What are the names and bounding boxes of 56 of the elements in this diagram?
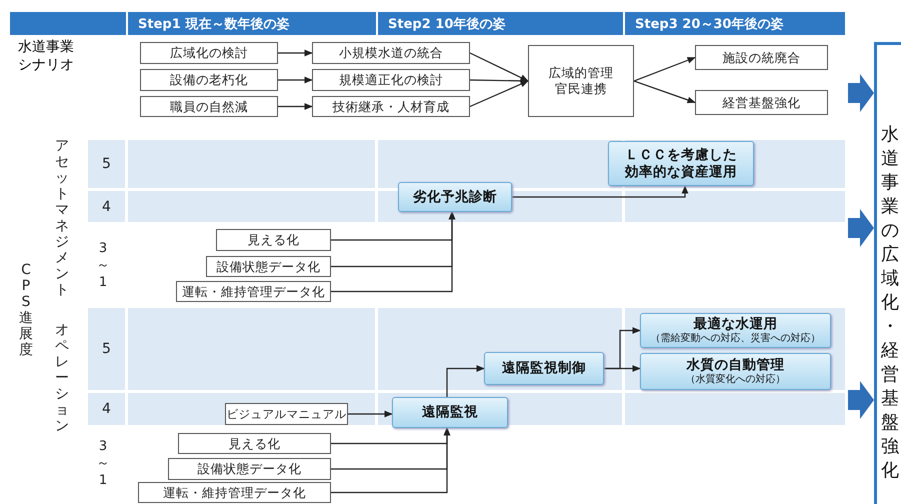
arrow <box>278 50 313 56</box>
column-header: Step1 現在～数年後の姿 <box>128 12 376 35</box>
row-label: アセットマネジメント <box>54 138 70 300</box>
arrow <box>634 80 696 104</box>
arrow <box>470 52 529 82</box>
scenario-box: 規模適正化の検討 <box>312 69 470 91</box>
scenario-box: 技術継承・人材育成 <box>312 96 470 117</box>
row-label: 水道事業シナリオ <box>18 38 75 76</box>
goal-box: 水道事業の広域化・経営基盤強化 <box>874 42 901 504</box>
level-number: 5 <box>88 140 125 188</box>
stage-box: ＬＣＣを考慮した効率的な資産運用 <box>608 141 754 186</box>
arrow <box>278 76 313 84</box>
scenario-box: 小規模水道の統合 <box>312 42 470 64</box>
data-box: 運転・維持管理データ化 <box>138 482 331 503</box>
arrow <box>604 365 641 372</box>
arrow <box>634 56 696 82</box>
box-note: （需給変動への対応、災害への対応） <box>650 332 820 345</box>
box-heading: 水質の自動管理 <box>686 357 784 374</box>
level-number: 4 <box>88 191 125 222</box>
block-arrow <box>848 209 874 247</box>
row-label: CPS進展度 <box>18 262 34 360</box>
level-number: 4 <box>88 393 125 425</box>
arrow <box>331 427 450 494</box>
box-note: （水質変化への対応） <box>686 374 786 386</box>
block-arrow <box>848 381 874 419</box>
arrow <box>348 410 393 418</box>
stage-box <box>640 353 831 390</box>
stage-box <box>640 313 831 348</box>
level-number: 5 <box>88 308 125 390</box>
stage-box: 遠隔監視制御 <box>484 352 604 385</box>
arrow <box>331 211 456 292</box>
column-header: Step3 20～30年後の姿 <box>625 12 845 35</box>
scenario-box: 経営基盤強化 <box>695 90 828 115</box>
data-box: 運転・維持管理データ化 <box>176 281 331 302</box>
arrow <box>278 103 313 110</box>
scenario-box: 設備の老朽化 <box>140 69 278 91</box>
stage-box: 遠隔監視 <box>392 397 508 428</box>
scenario-box: 広域化の検討 <box>140 42 278 64</box>
level-number: 3～1 <box>96 240 110 292</box>
scenario-box: 広域的管理官民連携 <box>528 45 634 117</box>
arrow <box>512 185 688 198</box>
scenario-box: 施設の統廃合 <box>695 45 828 70</box>
data-box: 設備状態データ化 <box>168 458 331 480</box>
scenario-box: 職員の自然減 <box>140 96 278 117</box>
data-box: 見える化 <box>178 433 331 454</box>
data-box: 見える化 <box>216 229 331 251</box>
arrow <box>446 365 485 397</box>
level-number: 3～1 <box>96 438 110 490</box>
row-label: オペレーション <box>54 322 70 436</box>
stage-box: 劣化予兆診断 <box>398 182 512 212</box>
column-header: Step2 10年後の姿 <box>378 12 623 35</box>
data-box: ビジュアルマニュアル <box>225 403 348 425</box>
arrow <box>470 80 529 108</box>
data-box: 設備状態データ化 <box>206 256 331 277</box>
block-arrow <box>848 74 874 112</box>
box-heading: 最適な水運用 <box>694 316 778 332</box>
